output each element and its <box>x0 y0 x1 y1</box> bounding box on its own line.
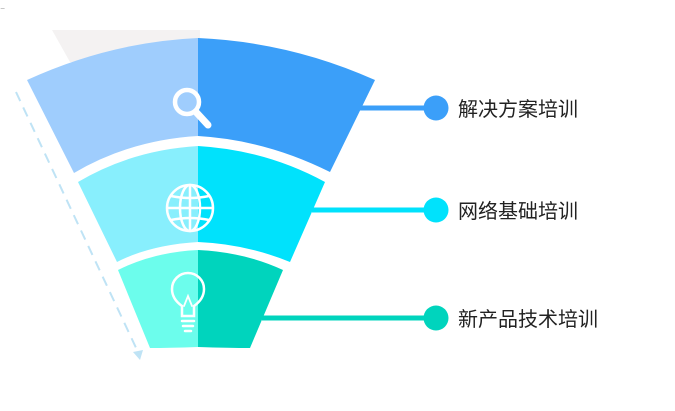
globe-icon <box>165 183 215 233</box>
segment-1-left <box>27 38 198 173</box>
segment-3-right <box>198 250 283 348</box>
segment-2-left <box>78 146 198 262</box>
item-label-1: 解决方案培训 <box>458 97 578 121</box>
segment-2-right <box>198 146 325 262</box>
magnifier-icon <box>172 87 212 129</box>
funnel-segment-3 <box>118 250 283 348</box>
item-label-2: 网络基础培训 <box>458 199 578 223</box>
segment-1-right <box>198 38 375 172</box>
segment-3-left <box>118 250 198 348</box>
connector-1 <box>360 95 449 121</box>
item-label-3: 新产品技术培训 <box>458 307 598 331</box>
connector-3 <box>262 305 449 331</box>
connector-2 <box>312 197 449 223</box>
funnel-segment-2 <box>78 146 325 262</box>
lightbulb-icon <box>170 271 206 333</box>
dashed-arrow <box>15 91 143 360</box>
funnel-segment-1 <box>27 38 375 173</box>
corner-mark: ⁻ <box>0 6 5 17</box>
